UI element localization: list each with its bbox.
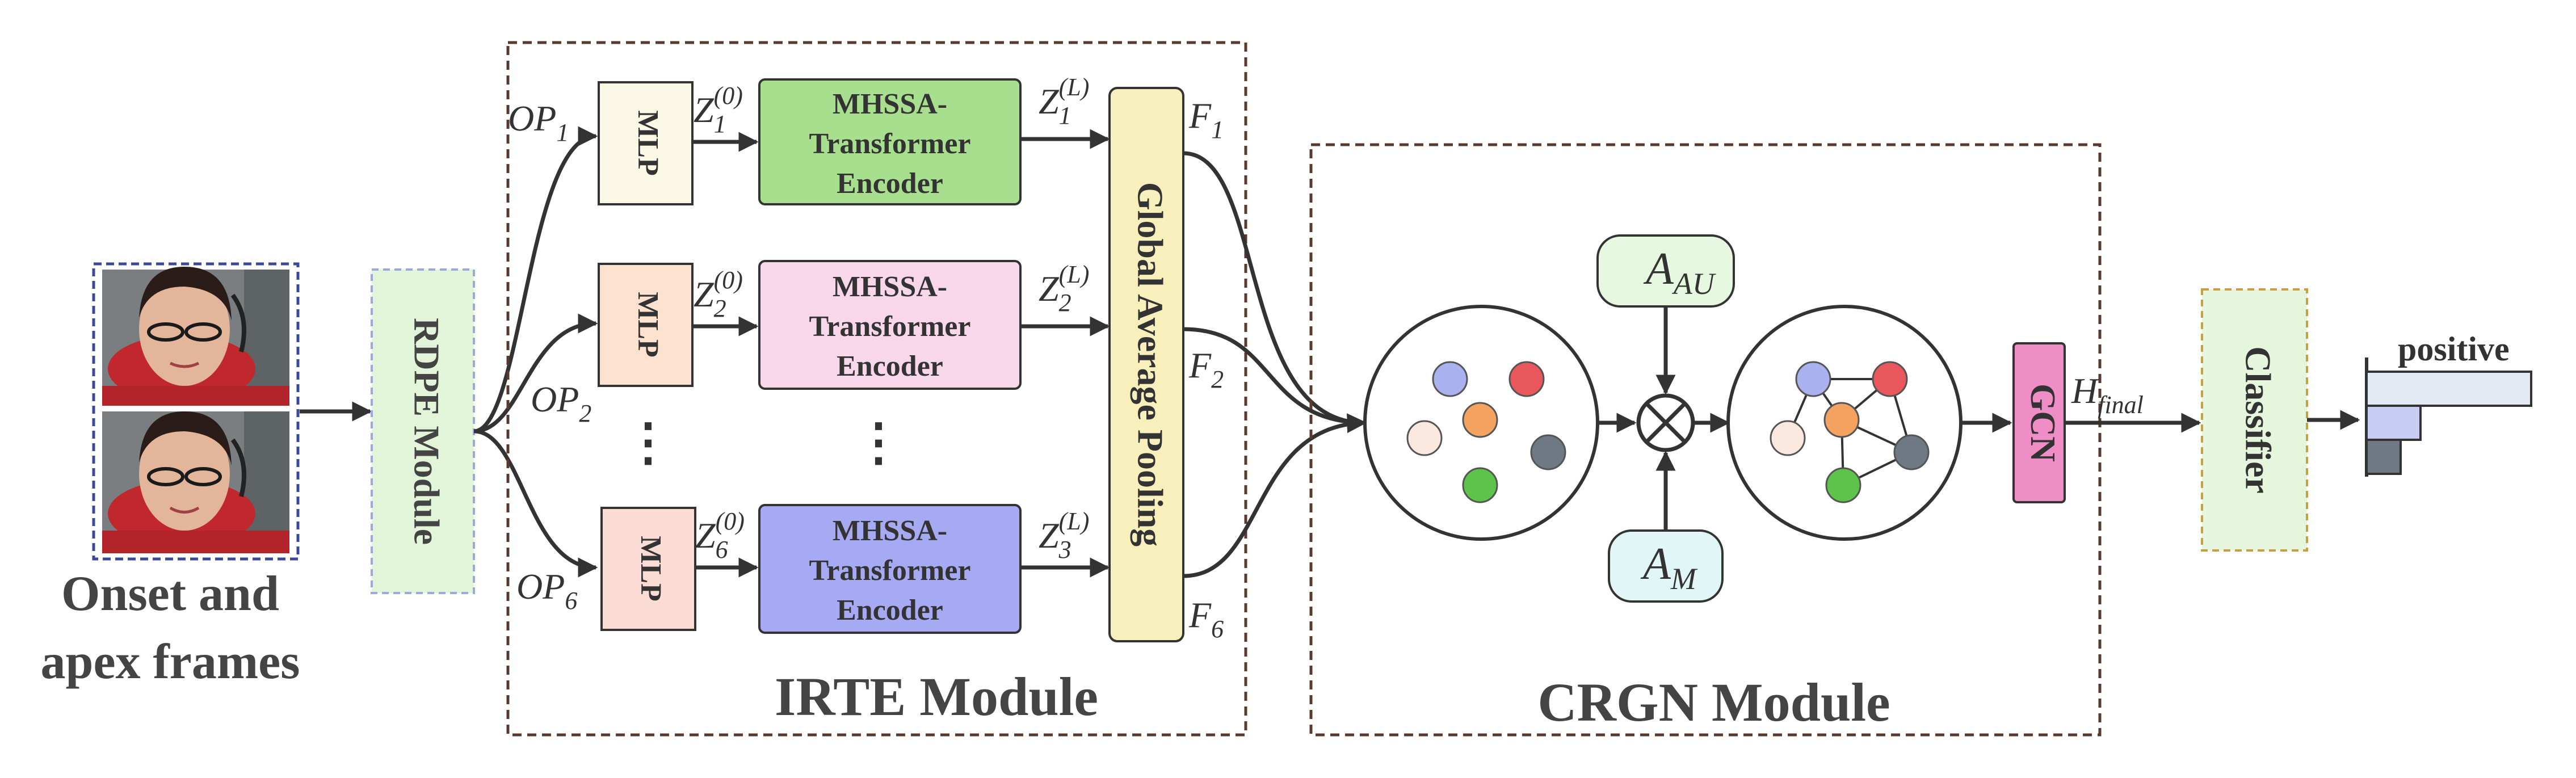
h-final-label: Hfinal xyxy=(2071,371,2144,419)
op6-label: OP6 xyxy=(516,566,577,615)
mlp6-label: MLP xyxy=(634,536,667,602)
irte-title: IRTE Module xyxy=(775,666,1098,727)
op2-label: OP2 xyxy=(531,379,591,427)
gcn-label: GCN xyxy=(2023,384,2062,462)
graph-node-purple xyxy=(1795,361,1831,397)
z3-out-label: Z3(L) xyxy=(1039,507,1089,563)
input-frames: Onset and apex frames xyxy=(41,262,300,689)
a-m-label: AM xyxy=(1640,539,1698,596)
z1-in-label: Z1(0) xyxy=(694,82,743,138)
encoder2-label-2: Transformer xyxy=(809,310,971,343)
ellipsis-mlp: ⋮ xyxy=(623,415,674,471)
arrow-f6-to-graph xyxy=(1183,413,1367,578)
encoder1-label-2: Transformer xyxy=(809,128,971,160)
encoder1-box xyxy=(758,78,1022,205)
f6-label: F6 xyxy=(1188,595,1224,643)
output-bar-2 xyxy=(2365,405,2422,441)
otimes-operator xyxy=(1636,393,1695,452)
arrow-rdpe-to-mlp2 xyxy=(473,313,598,434)
f2-label: F2 xyxy=(1188,345,1224,393)
arrow-rdpe-to-mlp6 xyxy=(473,429,598,578)
output-bar-3 xyxy=(2365,439,2402,475)
mlp1-label: MLP xyxy=(632,110,664,176)
node-gray xyxy=(1530,434,1566,470)
onset-frame-image xyxy=(102,267,289,406)
input-caption-line2: apex frames xyxy=(41,634,300,689)
ellipsis-encoder: ⋮ xyxy=(853,415,904,471)
mlp1-box xyxy=(598,81,694,205)
encoder1-label-3: Encoder xyxy=(837,167,943,200)
graph-node-green xyxy=(1825,467,1861,503)
node-purple xyxy=(1432,361,1468,397)
classifier-label: Classifier xyxy=(2238,346,2278,494)
rdpe-box xyxy=(371,268,475,594)
arrow-f1-to-graph xyxy=(1183,151,1363,425)
encoder2-label-1: MHSSA- xyxy=(833,271,947,303)
output-label-positive: positive xyxy=(2398,330,2510,368)
rdpe-label: RDPE Module xyxy=(406,318,447,545)
output-bar-positive xyxy=(2365,371,2532,407)
input-frames-border xyxy=(92,262,300,561)
node-green xyxy=(1462,467,1498,503)
mlp6-box xyxy=(600,507,696,631)
op1-label: OP1 xyxy=(508,98,569,146)
classifier-box xyxy=(2201,288,2308,552)
f1-label: F1 xyxy=(1188,95,1224,144)
encoder6-label-2: Transformer xyxy=(809,554,971,587)
crgn-title: CRGN Module xyxy=(1537,672,1890,733)
arrow-rdpe-to-mlp1 xyxy=(473,126,598,434)
irte-border xyxy=(506,41,1247,737)
arrow-f2-to-graph xyxy=(1183,327,1363,425)
node-orange xyxy=(1462,402,1498,438)
z2-in-label: Z2(0) xyxy=(694,266,743,322)
rdpe-module: RDPE Module xyxy=(371,268,475,594)
crgn-border xyxy=(1309,143,2102,737)
graph-node-gray xyxy=(1893,434,1930,470)
output-bars: positive xyxy=(2365,330,2532,477)
pooling-box xyxy=(1108,87,1184,642)
irte-module: IRTE Module OP1 OP2 OP6 MLP MLP MLP ⋮ ⋮ … xyxy=(506,41,1247,737)
z1-out-label: Z1(L) xyxy=(1039,73,1089,129)
z6-in-label: Z6(0) xyxy=(695,507,745,563)
crgn-module: CRGN Module AAU AM xyxy=(1309,143,2102,737)
input-caption-line1: Onset and xyxy=(61,566,279,621)
encoder1-label-1: MHSSA- xyxy=(833,88,947,120)
graph-node-red xyxy=(1872,361,1908,397)
encoder6-label-3: Encoder xyxy=(837,594,943,626)
apex-frame-image xyxy=(102,411,289,553)
node-red xyxy=(1508,361,1545,397)
mlp2-box xyxy=(598,263,694,387)
graph-node-cream xyxy=(1770,420,1806,456)
pooling-label: Global Average Pooling xyxy=(1130,182,1170,546)
graph-node-orange xyxy=(1823,402,1860,438)
encoder6-label-1: MHSSA- xyxy=(833,515,947,547)
a-au-label: AAU xyxy=(1643,244,1716,301)
classifier: Classifier xyxy=(2201,288,2308,552)
node-cream xyxy=(1406,420,1443,456)
mlp2-label: MLP xyxy=(632,292,664,358)
z2-out-label: Z2(L) xyxy=(1039,260,1089,317)
encoder2-label-3: Encoder xyxy=(837,350,943,382)
